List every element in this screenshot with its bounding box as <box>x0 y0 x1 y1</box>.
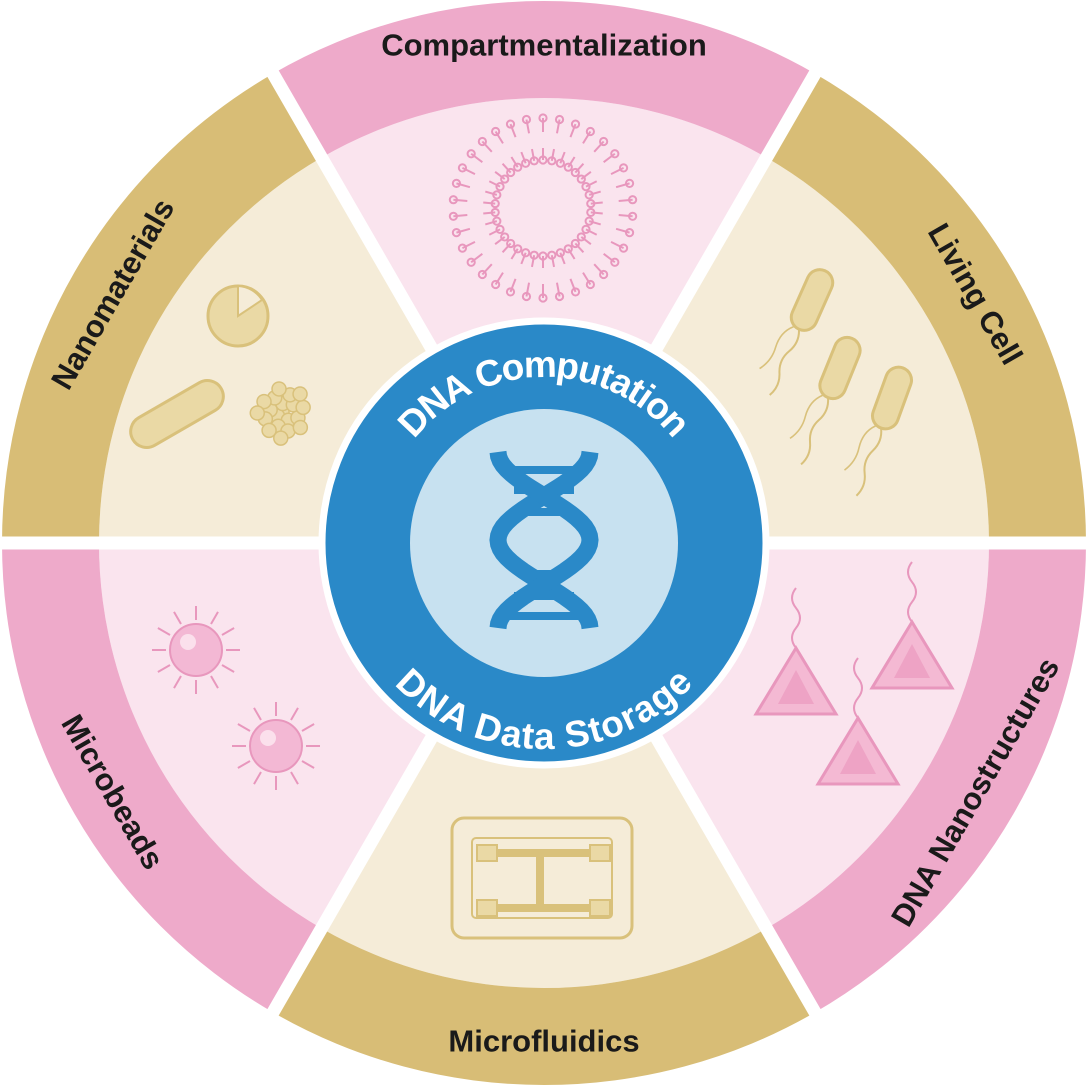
segment-nanomaterials-band <box>2 73 322 544</box>
dividers-layer <box>0 66 1088 1020</box>
center-inner-disc <box>410 409 678 677</box>
segment-divider <box>648 66 823 356</box>
segment-nanomaterials-panel <box>99 157 434 543</box>
segment-living-cell-band <box>766 73 1086 544</box>
dna-base-pair <box>514 486 574 494</box>
segment-compartmentalization-band <box>273 0 815 158</box>
liposome-icon <box>448 113 638 303</box>
segment-divider <box>265 730 440 1020</box>
dna-double-helix-icon <box>489 450 599 630</box>
dna-tetrahedron-icon <box>753 561 955 786</box>
microfluidic-chip-icon <box>450 816 634 940</box>
icons-layer <box>129 113 955 940</box>
segment-microfluidics-label: Microfluidics <box>448 1024 639 1059</box>
segment-divider <box>265 66 440 356</box>
dna-base-pair <box>526 570 562 578</box>
segment-divider <box>648 730 823 1020</box>
segment-living-cell-panel <box>654 157 989 543</box>
segment-compartmentalization-label: Compartmentalization <box>381 28 707 63</box>
dna-base-pair <box>506 466 582 474</box>
dna-base-pair <box>506 612 582 620</box>
dna-base-pair <box>526 508 562 516</box>
segment-compartmentalization-panel <box>321 97 767 353</box>
dna-base-pair <box>514 592 574 600</box>
segment-dna-nanostructures-band <box>766 543 1086 1013</box>
segment-microbeads-band <box>1 543 322 1013</box>
center-hub: DNA Computation DNA Data Storage <box>318 317 770 769</box>
bacteria-icon <box>759 268 913 497</box>
nanoparticles-icon <box>129 284 311 449</box>
segment-microfluidics-band <box>273 928 815 1085</box>
microbead-icon <box>152 606 320 790</box>
